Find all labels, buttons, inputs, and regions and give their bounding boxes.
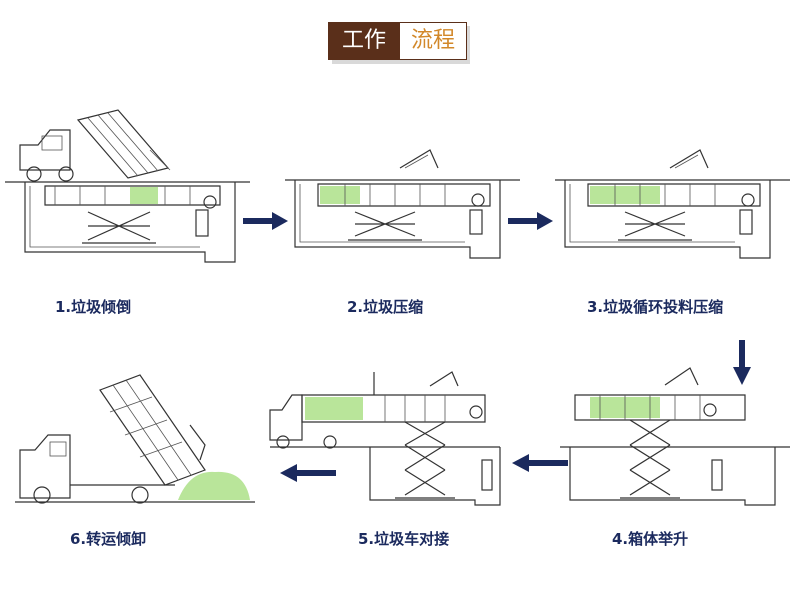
arrow-step4-to-step5 (512, 454, 568, 472)
arrow-step1-to-step2 (243, 212, 288, 230)
title-part-1: 工作 (328, 22, 400, 60)
arrow-step2-to-step3 (508, 212, 553, 230)
step-5-caption: 5.垃圾车对接 (358, 530, 450, 548)
step-2-illustration (285, 149, 520, 259)
step-3-illustration (555, 149, 790, 259)
diagram-title: 工作 流程 (328, 22, 470, 64)
step-1-illustration (5, 109, 250, 263)
step-6-illustration (15, 374, 255, 504)
step-4-caption: 4.箱体举升 (612, 530, 689, 548)
title-part-2: 流程 (400, 22, 467, 60)
step-4-illustration (560, 367, 790, 506)
step-5-illustration (269, 371, 501, 506)
step-6-caption: 6.转运倾卸 (70, 530, 147, 548)
step-3-caption: 3.垃圾循环投料压缩 (587, 298, 724, 316)
arrow-step5-to-step6 (280, 464, 336, 482)
step-1-caption: 1.垃圾倾倒 (55, 298, 132, 316)
arrow-step3-to-step4 (733, 340, 751, 385)
step-2-caption: 2.垃圾压缩 (347, 298, 424, 316)
